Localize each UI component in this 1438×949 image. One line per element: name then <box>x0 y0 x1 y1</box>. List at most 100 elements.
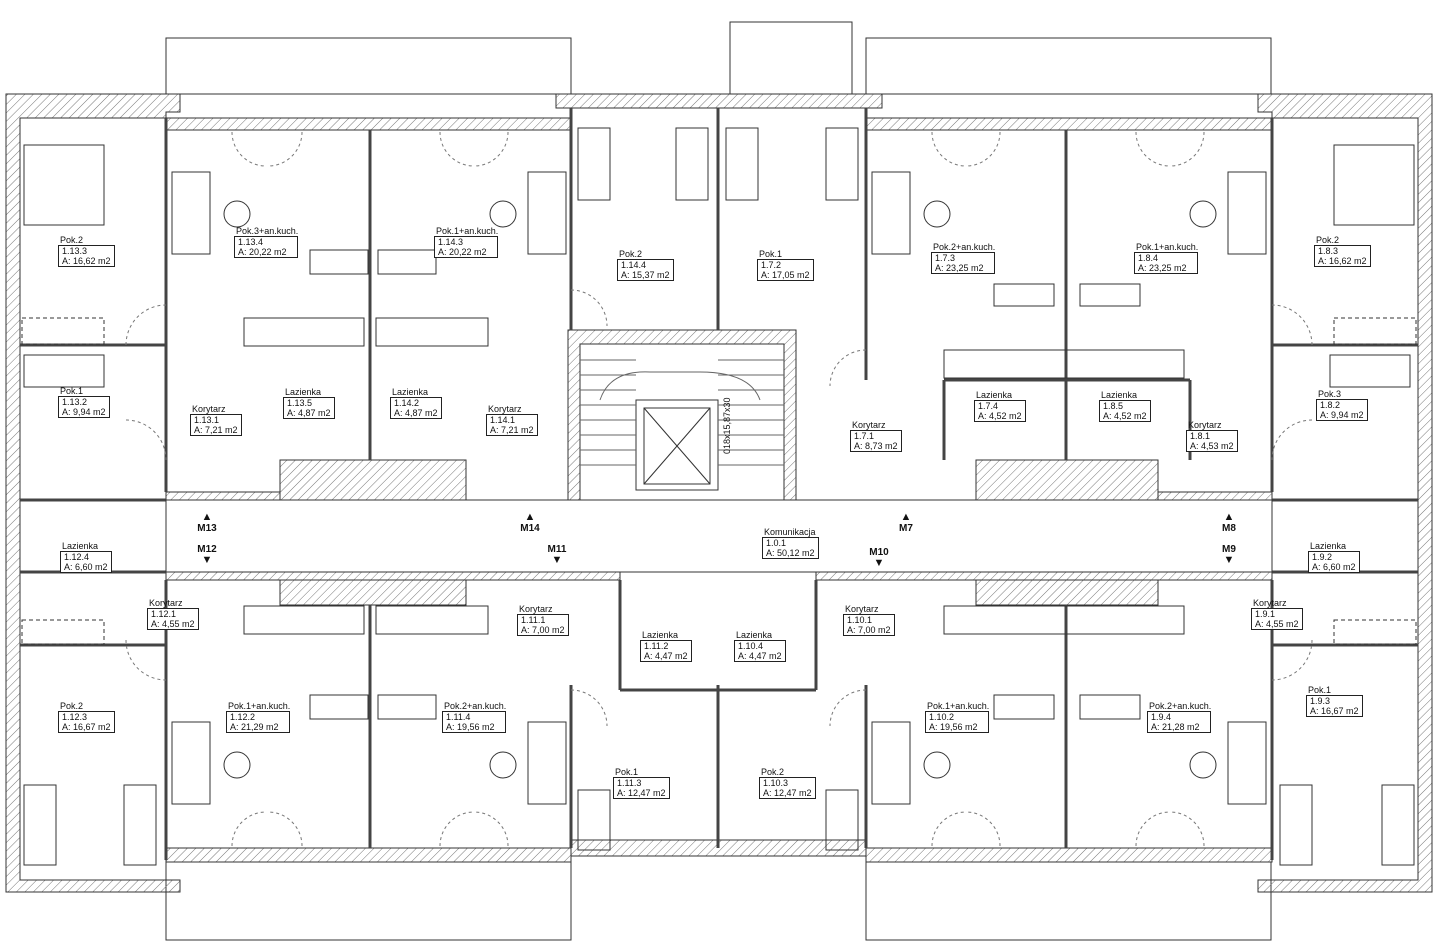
room-code: 1.14.2 <box>394 398 420 408</box>
room-area: A: 15,37 m2 <box>621 270 670 280</box>
room-area: A: 20,22 m2 <box>438 247 487 257</box>
room-area: A: 4,87 m2 <box>287 408 331 418</box>
room-code: 1.13.4 <box>238 237 264 247</box>
marker-label: M9 <box>1222 544 1236 555</box>
room-area: A: 21,29 m2 <box>230 722 279 732</box>
marker-label: M13 <box>197 523 217 534</box>
room-area: A: 19,56 m2 <box>446 722 495 732</box>
room-area: A: 16,67 m2 <box>62 722 111 732</box>
room-code: 1.9.3 <box>1310 696 1331 706</box>
room-code: 1.12.4 <box>64 552 90 562</box>
room-code: 1.11.2 <box>644 641 669 651</box>
triangle-down-icon: ▼ <box>1223 554 1235 566</box>
room-area: A: 16,67 m2 <box>1310 706 1359 716</box>
room-area: A: 23,25 m2 <box>1138 263 1187 273</box>
room-name: Pok.2 <box>761 767 785 777</box>
room-area: A: 17,05 m2 <box>761 270 810 280</box>
room-code: 1.9.4 <box>1151 712 1172 722</box>
room-code: 1.9.1 <box>1255 609 1276 619</box>
room-name: Pok.3+an.kuch. <box>236 226 299 236</box>
room-name: Pok.1 <box>60 386 84 396</box>
room-code: 1.10.4 <box>738 641 764 651</box>
room-code: 1.13.5 <box>287 398 313 408</box>
room-name: Pok.1 <box>615 767 639 777</box>
room-name: Pok.1+an.kuch. <box>927 701 990 711</box>
room-code: 1.8.2 <box>1320 400 1341 410</box>
balcony-top-center <box>729 21 853 95</box>
room-area: A: 4,55 m2 <box>151 619 195 629</box>
room-code: 1.7.1 <box>854 431 875 441</box>
room-area: A: 4,47 m2 <box>738 651 782 661</box>
room-code: 1.8.1 <box>1190 431 1211 441</box>
room-code: 1.7.3 <box>935 253 956 263</box>
room-area: A: 7,00 m2 <box>847 625 891 635</box>
stair-dimension-note: 018x15,87x30 <box>722 397 732 454</box>
triangle-up-icon: ▲ <box>1223 511 1235 523</box>
room-name: Pok.2 <box>619 249 643 259</box>
room-name: Lazienka <box>392 387 429 397</box>
section-marker-m8: ▲M8 <box>1214 511 1244 535</box>
marker-label: M7 <box>899 523 913 534</box>
room-area: A: 9,94 m2 <box>62 407 106 417</box>
room-area: A: 16,62 m2 <box>62 256 111 266</box>
room-area: A: 16,62 m2 <box>1318 256 1367 266</box>
room-code: 1.7.4 <box>978 401 999 411</box>
balcony-bottom-left <box>165 861 572 941</box>
room-name: Lazienka <box>62 541 99 551</box>
room-area: A: 4,53 m2 <box>1190 441 1234 451</box>
room-code: 1.0.1 <box>766 538 787 548</box>
room-area: A: 19,56 m2 <box>929 722 978 732</box>
room-name: Korytarz <box>519 604 553 614</box>
room-area: A: 12,47 m2 <box>763 788 812 798</box>
section-marker-m7: ▲M7 <box>891 512 921 535</box>
room-area: A: 8,73 m2 <box>854 441 898 451</box>
room-name: Pok.2+an.kuch. <box>444 701 507 711</box>
room-code: 1.13.3 <box>62 246 88 256</box>
balcony-bottom-right <box>865 861 1272 941</box>
room-area: A: 7,21 m2 <box>490 425 534 435</box>
room-code: 1.12.3 <box>62 712 88 722</box>
room-code: 1.12.1 <box>151 609 177 619</box>
room-code: 1.10.3 <box>763 778 789 788</box>
section-marker-m13: ▲M13 <box>192 512 222 535</box>
room-area: A: 9,94 m2 <box>1320 410 1364 420</box>
room-name: Lazienka <box>736 630 773 640</box>
room-area: A: 4,47 m2 <box>644 651 688 661</box>
room-code: 1.8.5 <box>1103 401 1124 411</box>
room-name: Pok.3 <box>1318 389 1342 399</box>
room-name: Pok.2 <box>60 235 84 245</box>
room-name: Korytarz <box>192 404 226 414</box>
